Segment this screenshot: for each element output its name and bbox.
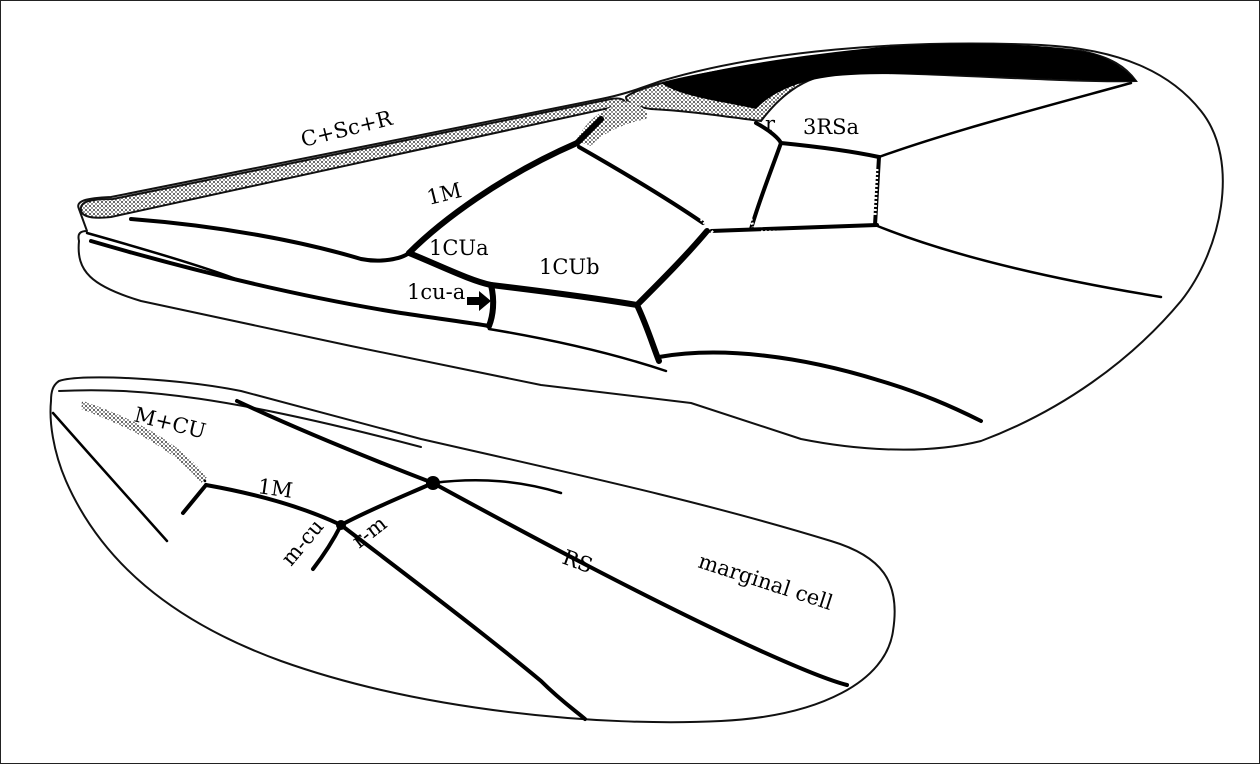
vein-rs-m — [579, 147, 703, 223]
junction-rm — [426, 476, 440, 490]
vein-m-lower — [637, 231, 707, 305]
vein-m-cu-base — [131, 219, 409, 261]
vein-anal-double — [87, 233, 241, 281]
vein-cu-lower — [637, 305, 659, 361]
hindwing-r-m-vein — [341, 483, 433, 525]
label-marginal-cell: marginal cell — [695, 549, 836, 615]
label-1cub: 1CUb — [539, 255, 600, 279]
label-hw-1m: 1M — [256, 474, 294, 503]
vein-m-mid — [711, 225, 877, 231]
junction-mcu — [336, 520, 346, 530]
label-3rsa: 3RSa — [803, 115, 859, 139]
hindwing-R-outer — [433, 480, 561, 493]
outer-vein-upper — [879, 83, 1131, 157]
label-r: r — [765, 112, 776, 136]
label-rs: RS — [559, 545, 596, 578]
outer-vein-lower — [875, 225, 1161, 297]
vein-1cu-a — [489, 285, 493, 326]
vein-3RSa — [781, 143, 879, 157]
vein-1CUb — [491, 285, 637, 305]
label-fw-1m: 1M — [424, 178, 464, 210]
arrow-1cu-a — [467, 291, 491, 311]
pterostigma-dark — [661, 44, 1136, 109]
vein-cu-outer — [659, 353, 981, 421]
hindwing-cu-stub — [183, 485, 206, 513]
label-1cua: 1CUa — [429, 236, 489, 260]
vein-2rs-m — [751, 143, 781, 229]
label-m-cu-hind: M+CU — [132, 403, 209, 444]
vein-anal-outer — [489, 329, 666, 371]
forewing — [78, 44, 1223, 450]
label-1cu-a: 1cu-a — [407, 280, 465, 304]
